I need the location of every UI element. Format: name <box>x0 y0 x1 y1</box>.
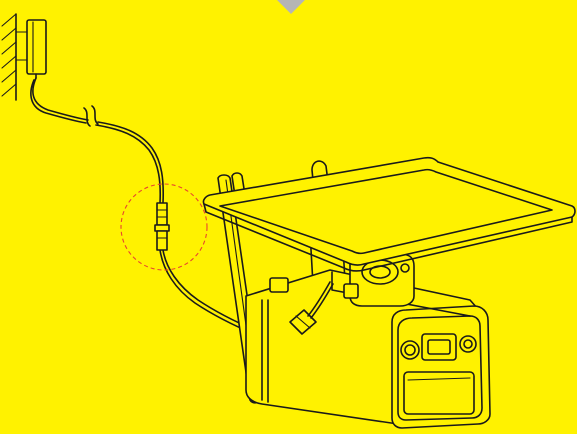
wall-icon <box>2 14 16 100</box>
wall-power-adapter-icon <box>16 20 46 78</box>
cable-connector-icon <box>155 203 169 250</box>
top-marker-icon <box>277 0 305 14</box>
solar-panel-icon <box>203 158 575 271</box>
security-camera-icon <box>246 254 490 428</box>
